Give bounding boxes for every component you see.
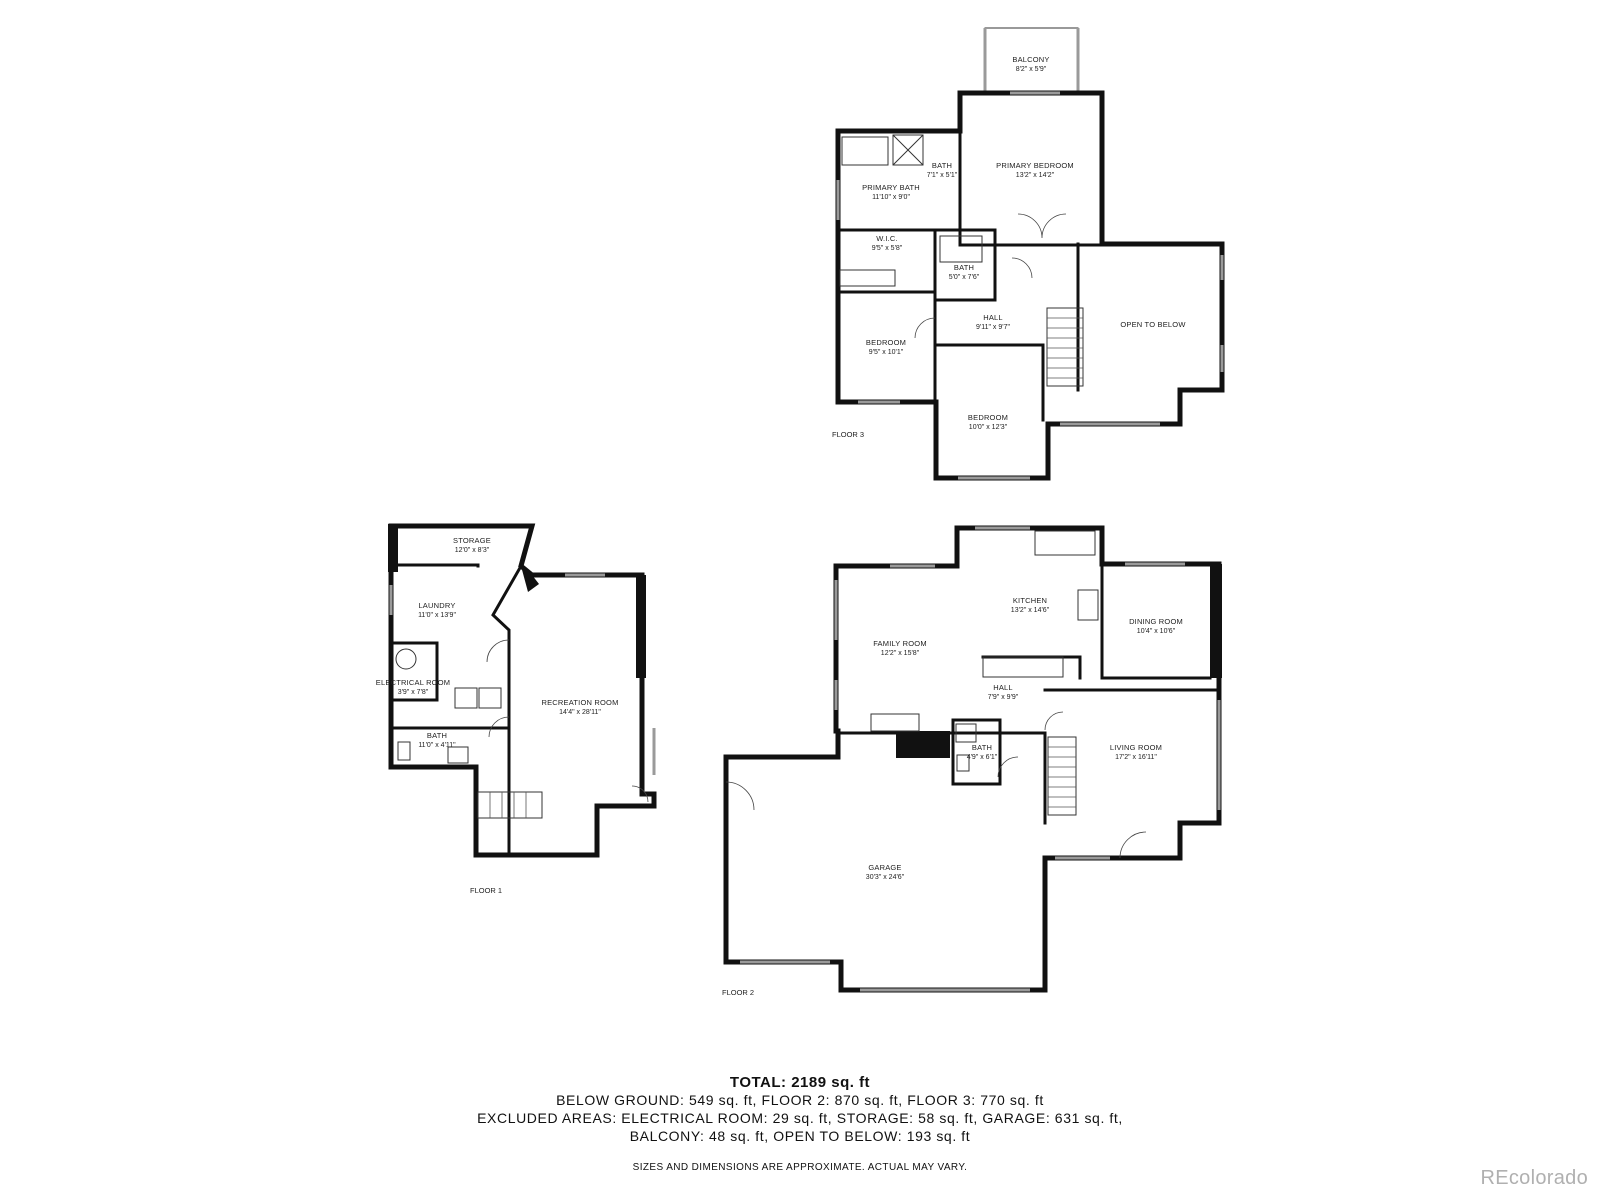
island-counter <box>982 656 1064 678</box>
vanity-fixture <box>955 723 977 743</box>
room-dim: 30'3" x 24'6" <box>866 874 905 881</box>
toilet-fixture <box>397 741 411 761</box>
room-dim: 12'2" x 15'8" <box>881 650 920 657</box>
room-dim: 17'2" x 16'11" <box>1115 754 1157 761</box>
room-name: DINING ROOM <box>1129 617 1183 626</box>
room-dim: 9'5" x 10'1" <box>869 349 904 356</box>
dryer-fixture <box>478 687 502 709</box>
room-dim: 13'2" x 14'6" <box>1011 607 1050 614</box>
floor-label: FLOOR 3 <box>832 430 864 439</box>
fireplace <box>870 713 920 732</box>
room-dim: 7'9" x 9'9" <box>988 694 1019 701</box>
room-name: STORAGE <box>453 536 491 545</box>
room-dim: 11'10" x 9'0" <box>872 194 910 201</box>
door-swing <box>1017 213 1067 239</box>
room-name: BATH <box>972 743 992 752</box>
room-name: BEDROOM <box>968 413 1008 422</box>
room-dim: 9'11" x 9'7" <box>976 324 1010 331</box>
wall-solid <box>636 575 646 678</box>
tub-fixture <box>841 136 889 166</box>
room-dim: 4'9" x 6'1" <box>967 754 998 761</box>
door-swing <box>1011 257 1033 279</box>
disclaimer: SIZES AND DIMENSIONS ARE APPROXIMATE. AC… <box>632 1162 968 1173</box>
room-dim: 11'0" x 4'11" <box>418 742 456 749</box>
room-name: BALCONY <box>1012 55 1049 64</box>
tub-fixture <box>939 235 983 263</box>
room-dim: 10'0" x 12'3" <box>969 424 1008 431</box>
door-swing <box>488 716 510 738</box>
toilet-fixture <box>956 754 970 772</box>
room-name: BEDROOM <box>866 338 906 347</box>
room-name: ELECTRICAL ROOM <box>376 678 450 687</box>
room-name: HALL <box>993 683 1013 692</box>
room-name: BATH <box>932 161 952 170</box>
floor-2-interior-wall <box>836 562 1221 825</box>
door-swing <box>1044 711 1064 731</box>
closet-shelf <box>839 269 896 287</box>
room-dim: 9'5" x 5'8" <box>872 245 903 252</box>
door-swing <box>914 317 936 339</box>
floor-2: KITCHEN 13'2" x 14'6" DINING ROOM 10'4" … <box>722 525 1222 997</box>
staircase <box>1046 307 1084 387</box>
room-dim: 7'1" x 5'1" <box>927 172 958 179</box>
room-dim: 8'2" x 5'9" <box>1016 66 1047 73</box>
room-dim: 12'0" x 8'3" <box>455 547 490 554</box>
floor-3: BALCONY 8'2" x 5'9" PRIMARY BEDROOM 13'2… <box>832 27 1225 481</box>
room-name: PRIMARY BATH <box>862 183 920 192</box>
shower-fixture <box>892 134 924 166</box>
room-dim: 5'0" x 7'6" <box>949 274 980 281</box>
wall-solid <box>521 566 539 592</box>
door-swing <box>631 785 649 803</box>
room-name: FAMILY ROOM <box>873 639 927 648</box>
door-swing <box>1119 831 1147 859</box>
room-name: BATH <box>427 731 447 740</box>
wall-solid <box>1210 564 1222 678</box>
room-dim: 13'2" x 14'2" <box>1016 172 1055 179</box>
total-area: TOTAL: 2189 sq. ft <box>729 1074 871 1091</box>
water-heater-fixture <box>395 648 417 670</box>
door-swing <box>997 756 1019 778</box>
room-dim: 14'4" x 28'11" <box>559 709 601 716</box>
excluded-areas: EXCLUDED AREAS: ELECTRICAL ROOM: 29 sq. … <box>477 1110 1123 1126</box>
room-dim: 10'4" x 10'6" <box>1137 628 1176 635</box>
counter-fixture <box>1034 530 1096 556</box>
floor-label: FLOOR 1 <box>470 886 502 895</box>
staircase <box>477 791 543 819</box>
wall-solid <box>388 524 398 572</box>
room-name: LAUNDRY <box>418 601 455 610</box>
floor-3-interior-wall <box>836 91 1104 422</box>
floor-3-exterior-wall <box>835 90 1225 481</box>
watermark-logo: REcolorado <box>1480 1167 1588 1189</box>
floor-1-interior-wall <box>389 563 524 857</box>
door-swing <box>725 781 755 811</box>
room-dim: 11'0" x 13'9" <box>418 612 456 619</box>
vanity-fixture <box>447 746 469 764</box>
room-name: W.I.C. <box>876 234 898 243</box>
room-name: GARAGE <box>868 863 901 872</box>
wall-solid <box>896 731 950 758</box>
washer-fixture <box>454 687 478 709</box>
excluded-areas-continued: BALCONY: 48 sq. ft, OPEN TO BELOW: 193 s… <box>629 1128 971 1144</box>
room-dim: 3'9" x 7'8" <box>398 689 429 696</box>
room-name: LIVING ROOM <box>1110 743 1162 752</box>
room-name: RECREATION ROOM <box>541 698 618 707</box>
staircase <box>1047 736 1077 816</box>
stove-fixture <box>1077 589 1099 621</box>
door-swing <box>486 639 510 663</box>
room-name: KITCHEN <box>1013 596 1047 605</box>
room-name: PRIMARY BEDROOM <box>996 161 1074 170</box>
shower-fixture <box>892 134 924 166</box>
floor-label: FLOOR 2 <box>722 988 754 997</box>
room-name: OPEN TO BELOW <box>1120 320 1186 329</box>
floor-1-exterior-wall <box>388 523 657 858</box>
floor-1: STORAGE 12'0" x 8'3" LAUNDRY 11'0" x 13'… <box>376 523 657 895</box>
area-breakdown: BELOW GROUND: 549 sq. ft, FLOOR 2: 870 s… <box>556 1092 1044 1108</box>
room-name: BATH <box>954 263 974 272</box>
room-name: HALL <box>983 313 1003 322</box>
